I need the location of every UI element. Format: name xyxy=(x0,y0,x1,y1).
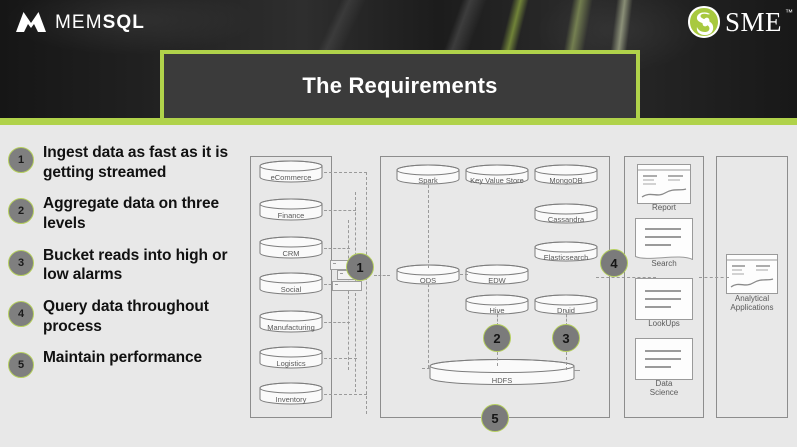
list-item-number: 1 xyxy=(8,147,34,173)
analytical-applications-doc: Analytical Applications xyxy=(726,254,778,312)
platform-to-consumers-line xyxy=(596,277,656,278)
hdfs-right-connector xyxy=(574,370,580,371)
source-cylinder: Logistics xyxy=(258,346,324,370)
sources-panel xyxy=(250,156,332,418)
platform-cylinder: ODS xyxy=(395,264,461,288)
list-item: 2 Aggregate data on three levels xyxy=(8,194,240,233)
platform-label: MongoDB xyxy=(549,176,583,185)
applications-panel xyxy=(716,156,788,418)
platform-label: EDW xyxy=(488,276,506,285)
memsql-wordmark: MEMSQL xyxy=(55,13,145,32)
platform-label: Key Value Store xyxy=(470,176,524,185)
marker-5: 5 xyxy=(481,404,509,432)
list-item-label: Maintain performance xyxy=(43,349,203,367)
sources-bus-line xyxy=(348,220,349,370)
source-cylinder: CRM xyxy=(258,236,324,260)
platform-cylinder: Hive xyxy=(464,294,530,318)
hive-to-marker2-line xyxy=(497,310,498,326)
source-connector xyxy=(324,172,367,173)
data-science-doc: Data Science xyxy=(635,338,693,397)
source-label: eCommerce xyxy=(270,173,312,182)
application-label: Analytical Applications xyxy=(730,294,774,312)
list-item-label: Bucket reads into high or low alarms xyxy=(43,246,228,284)
platform-cylinder: EDW xyxy=(464,264,530,288)
list-item-number: 5 xyxy=(8,352,34,379)
platform-cylinder: Spark xyxy=(395,164,461,188)
ods-to-hdfs-line xyxy=(428,284,429,368)
consumer-label: Search xyxy=(651,259,677,268)
search-doc: Search xyxy=(635,218,693,268)
list-item-label: Query data throughout process xyxy=(43,298,209,335)
consumers-to-applications-line xyxy=(699,277,729,278)
consumer-label: LookUps xyxy=(648,319,680,328)
platform-cylinder: Cassandra xyxy=(533,203,599,227)
marker-3: 3 xyxy=(552,324,580,352)
source-label: Manufacturing xyxy=(267,323,315,332)
slide-title-box: The Requirements xyxy=(160,50,640,122)
requirements-list: 1 Ingest data as fast as it is getting s… xyxy=(8,143,240,390)
source-cylinder: Manufacturing xyxy=(258,310,324,334)
list-item: 5 Maintain performance xyxy=(8,348,240,379)
marker3-to-hdfs-line xyxy=(566,352,567,370)
memsql-word-bold: SQL xyxy=(102,11,145,33)
source-cylinder: Finance xyxy=(258,198,324,222)
memsql-mountain-icon xyxy=(16,12,46,32)
stream-out-connector xyxy=(374,275,390,276)
platform-label: ODS xyxy=(419,276,437,285)
ods-to-edw-line xyxy=(460,274,468,275)
architecture-diagram: eCommerce Finance CRM Social Manufacturi… xyxy=(244,150,792,432)
list-item-label: Ingest data as fast as it is getting str… xyxy=(43,144,228,181)
sme-logo: SME ™ xyxy=(686,4,793,40)
spark-to-ods-line xyxy=(428,180,429,268)
list-item: 1 Ingest data as fast as it is getting s… xyxy=(8,143,240,182)
consumer-label: Report xyxy=(651,203,677,212)
list-item: 3 Bucket reads into high or low alarms xyxy=(8,246,240,285)
page-title: The Requirements xyxy=(302,73,498,98)
source-connector xyxy=(324,210,356,211)
source-cylinder: Social xyxy=(258,272,324,296)
sources-bus-line xyxy=(366,172,367,414)
list-item-number: 4 xyxy=(8,301,34,328)
source-label: CRM xyxy=(282,249,300,258)
druid-to-marker3-line xyxy=(566,310,567,326)
memsql-word-light: MEM xyxy=(55,11,103,33)
platform-cylinder: MongoDB xyxy=(533,164,599,188)
marker-1: 1 xyxy=(346,253,374,281)
consumer-label: Data Science xyxy=(649,379,679,397)
source-cylinder: Inventory xyxy=(258,382,324,406)
source-label: Inventory xyxy=(275,395,307,404)
sources-bus-line xyxy=(355,192,356,392)
source-connector xyxy=(324,248,350,249)
platform-cylinder: Key Value Store xyxy=(464,164,530,188)
source-label: Logistics xyxy=(276,359,306,368)
marker-4: 4 xyxy=(600,249,628,277)
source-cylinder: eCommerce xyxy=(258,160,324,184)
marker2-to-hdfs-line xyxy=(497,352,498,366)
lookups-doc: LookUps xyxy=(635,278,693,328)
platform-label: Cassandra xyxy=(547,215,585,224)
source-label: Finance xyxy=(277,211,305,220)
source-connector xyxy=(324,394,367,395)
list-item-number: 3 xyxy=(8,249,34,276)
platform-label: Elasticsearch xyxy=(543,253,589,262)
sme-trademark: ™ xyxy=(785,8,793,17)
marker-2: 2 xyxy=(483,324,511,352)
platform-cylinder: Elasticsearch xyxy=(533,241,599,265)
list-item-number: 2 xyxy=(8,198,34,225)
source-connector xyxy=(324,358,357,359)
hdfs-left-connector xyxy=(422,368,430,369)
list-item: 4 Query data throughout process xyxy=(8,297,240,336)
list-item-label: Aggregate data on three levels xyxy=(43,195,219,233)
sme-swirl-icon xyxy=(686,5,722,39)
memsql-logo: MEMSQL xyxy=(16,8,145,36)
source-label: Social xyxy=(280,285,302,294)
source-connector xyxy=(324,322,350,323)
platform-cylinder: Druid xyxy=(533,294,599,318)
consumers-panel xyxy=(624,156,704,418)
platform-label: HDFS xyxy=(491,376,513,385)
sme-wordmark: SME xyxy=(724,6,782,37)
platform-cylinder: HDFS xyxy=(428,358,576,388)
report-doc: Report xyxy=(637,164,691,212)
